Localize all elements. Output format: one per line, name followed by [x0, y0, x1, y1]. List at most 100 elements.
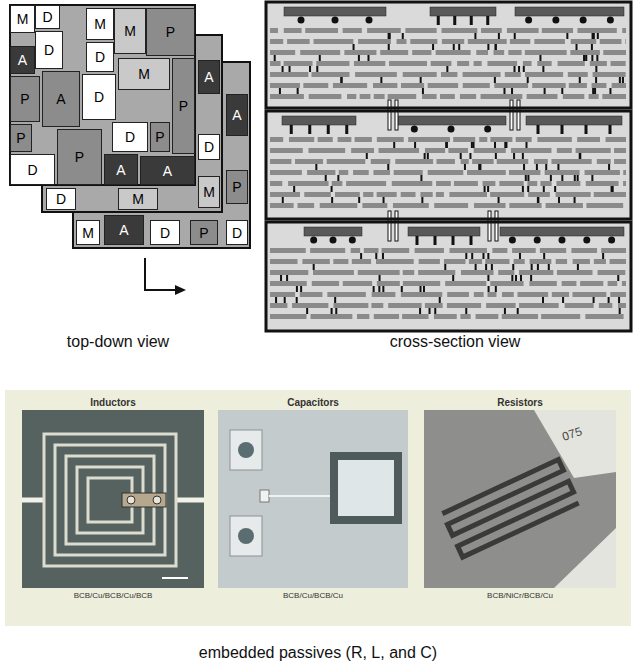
tile-letter: A — [116, 163, 125, 177]
wiring-trace — [497, 159, 529, 164]
wiring-trace — [289, 137, 314, 142]
bump-bar — [327, 125, 330, 134]
view-arrow — [145, 258, 176, 290]
bump-bar — [453, 16, 456, 25]
wiring-trace — [270, 281, 307, 286]
wiring-trace — [374, 94, 385, 99]
via — [475, 264, 477, 270]
figure-heading: Resistors — [424, 396, 616, 410]
via — [487, 186, 489, 192]
via — [579, 77, 581, 83]
solder-ball — [349, 237, 356, 244]
wiring-trace — [312, 281, 339, 286]
through-via — [495, 211, 498, 241]
wiring-trace — [552, 292, 569, 297]
wiring-trace — [502, 292, 514, 297]
tile-letter: D — [94, 90, 104, 104]
wiring-trace — [460, 94, 476, 99]
solder-ball — [332, 17, 339, 24]
wiring-trace — [530, 259, 552, 264]
wiring-trace — [314, 39, 354, 44]
wiring-trace — [517, 292, 548, 297]
wiring-trace — [339, 170, 349, 175]
stratum-ground — [266, 2, 631, 108]
wiring-trace — [447, 303, 481, 308]
wiring-trace — [618, 303, 626, 308]
wiring-trace — [601, 248, 626, 253]
wiring-trace — [373, 170, 390, 175]
via — [544, 88, 546, 94]
wiring-trace — [453, 137, 475, 142]
layer-tile: D — [10, 154, 55, 185]
chip — [526, 116, 622, 125]
bridge-via — [127, 496, 135, 504]
via — [421, 197, 423, 203]
trace — [269, 495, 330, 497]
wiring-trace — [408, 137, 450, 142]
layer-tile: M — [86, 8, 114, 40]
wiring-trace — [474, 61, 482, 66]
tile-letter: P — [155, 130, 164, 144]
via — [316, 66, 318, 72]
via — [525, 175, 527, 181]
wiring-trace — [572, 292, 606, 297]
wiring-trace — [509, 203, 541, 208]
layer-tile: D — [112, 122, 148, 152]
via — [360, 253, 362, 259]
via — [331, 186, 333, 192]
wiring-trace — [592, 83, 607, 88]
via — [484, 186, 486, 192]
wiring-trace — [593, 72, 626, 77]
via — [446, 66, 448, 72]
via — [512, 264, 514, 270]
wiring-trace — [474, 292, 484, 297]
wiring-trace — [355, 137, 372, 142]
wiring-trace — [486, 303, 515, 308]
wiring-trace — [498, 270, 514, 275]
wiring-trace — [392, 181, 433, 186]
spiral-turn — [55, 445, 165, 555]
wiring-trace — [600, 39, 622, 44]
layer-tile: M — [198, 176, 220, 208]
wiring-trace — [270, 203, 294, 208]
via — [596, 55, 598, 61]
wiring-trace — [502, 314, 538, 319]
via — [419, 308, 421, 314]
photo-panel — [5, 390, 631, 626]
via — [379, 275, 381, 281]
solder-ball — [298, 17, 305, 24]
via — [595, 66, 597, 72]
tile-letter: D — [125, 130, 135, 144]
wiring-trace — [270, 170, 302, 175]
via — [284, 297, 286, 303]
via — [558, 197, 560, 203]
via — [375, 253, 377, 259]
layer-tile: P — [57, 129, 102, 185]
wiring-trace — [358, 270, 400, 275]
layer-tile: A — [104, 215, 144, 245]
via — [537, 197, 539, 203]
tile-letter: M — [203, 185, 215, 199]
layer-tile: D — [35, 5, 60, 29]
wiring-trace — [270, 28, 278, 33]
via — [527, 175, 529, 181]
wiring-trace — [270, 159, 291, 164]
via — [373, 286, 375, 292]
wiring-trace — [507, 28, 539, 33]
tile-letter: A — [18, 53, 27, 67]
wiring-trace — [410, 39, 437, 44]
wiring-trace — [445, 281, 486, 286]
via — [478, 164, 480, 170]
wiring-trace — [447, 292, 469, 297]
wiring-trace — [449, 192, 487, 197]
via — [393, 142, 395, 148]
via — [446, 142, 448, 148]
wiring-trace — [448, 148, 468, 153]
through-via — [395, 100, 398, 130]
pad-via — [238, 528, 254, 544]
via — [494, 142, 496, 148]
via — [414, 142, 416, 148]
wiring-trace — [343, 28, 362, 33]
wiring-trace — [599, 303, 612, 308]
wiring-trace — [270, 94, 304, 99]
